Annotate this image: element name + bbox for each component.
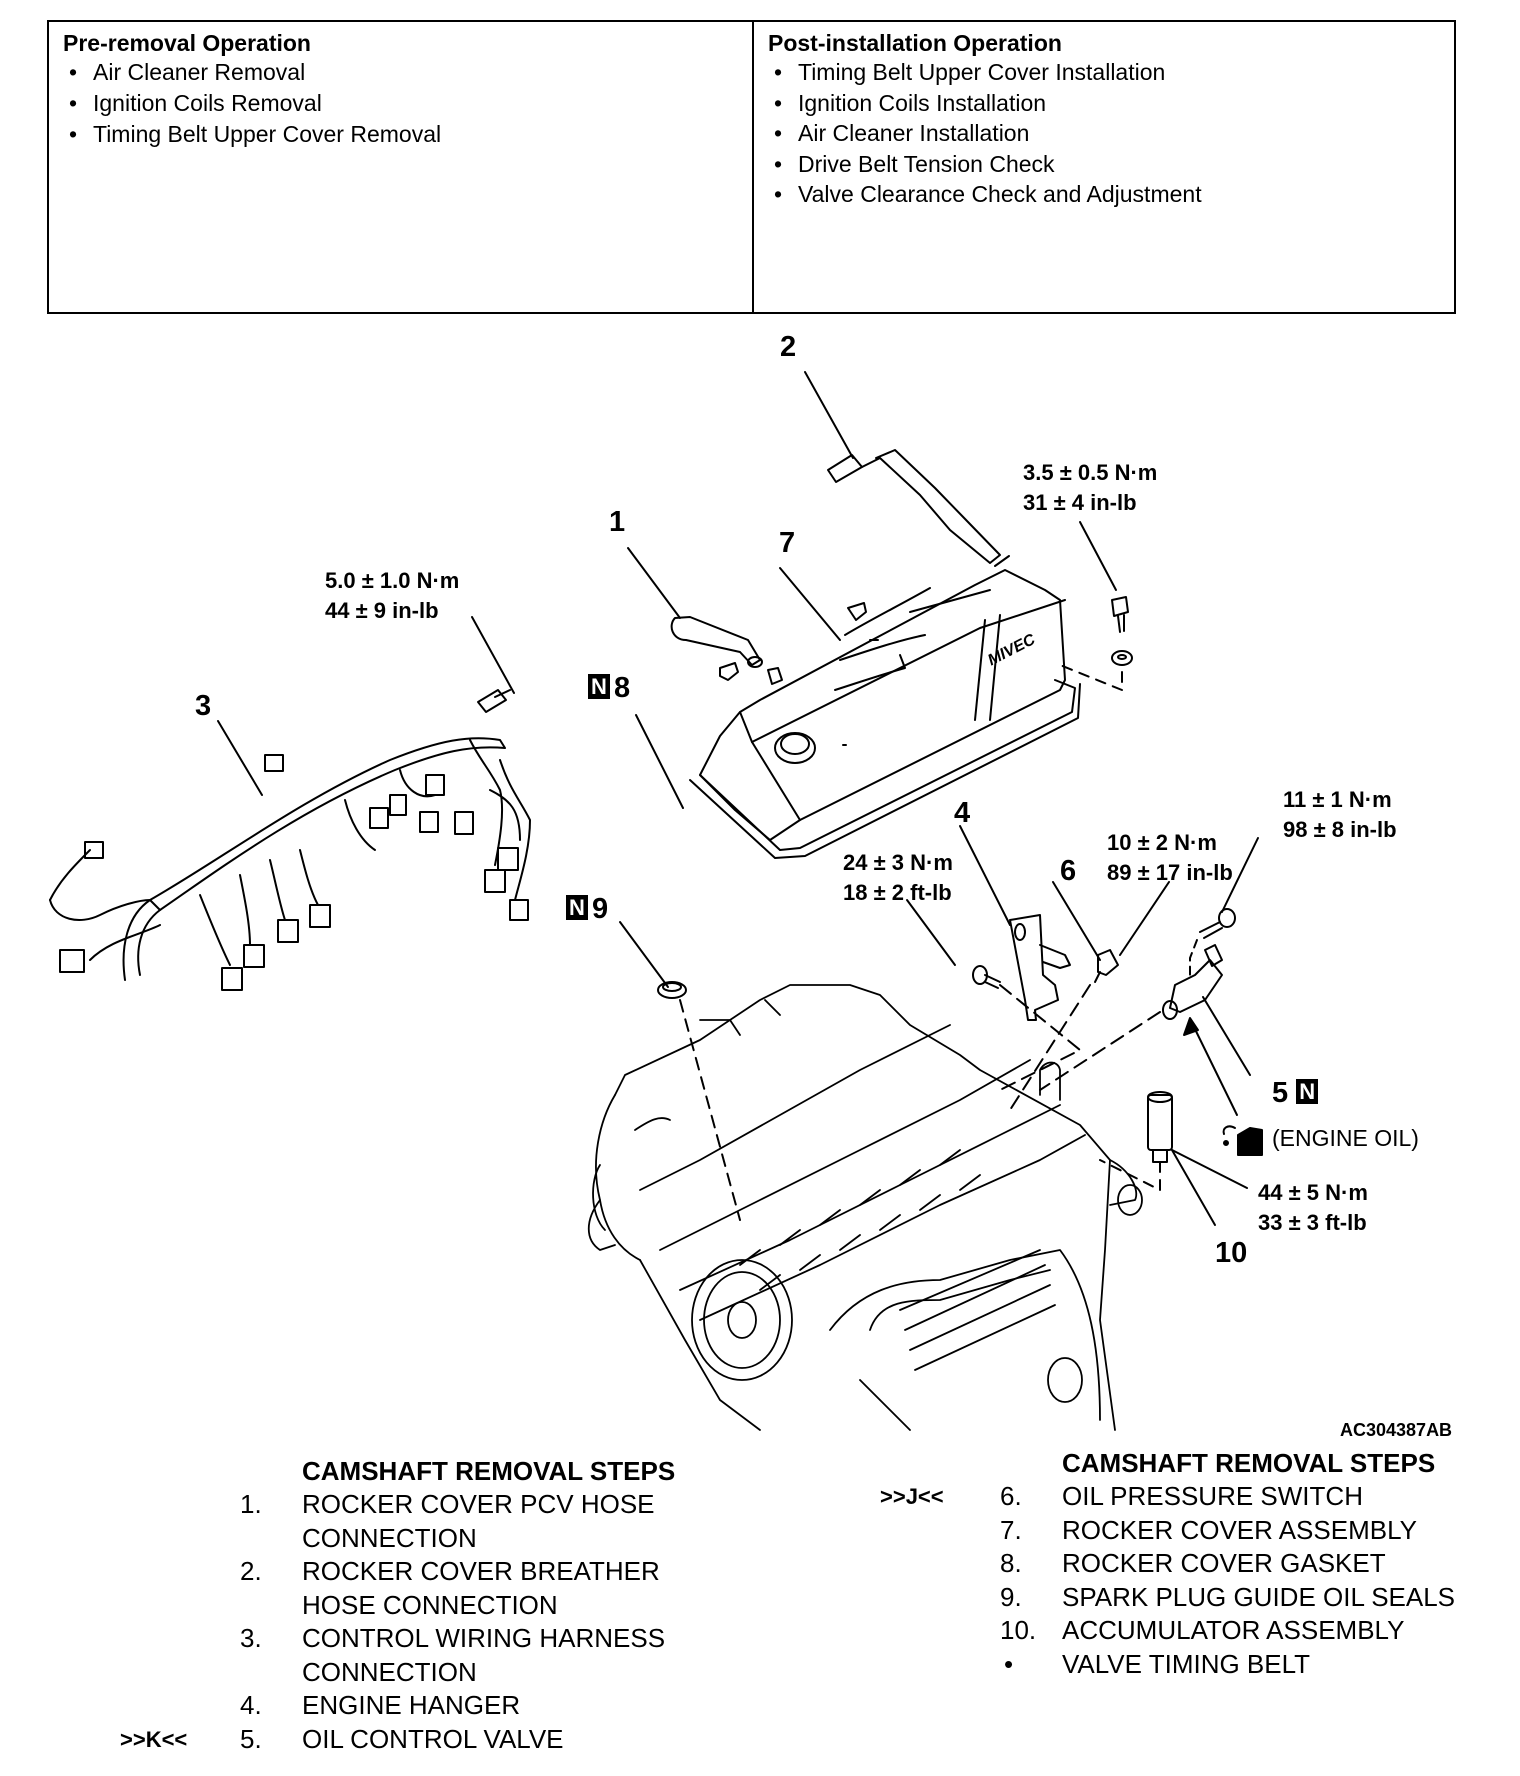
removal-steps-right: CAMSHAFT REMOVAL STEPS >>J<<6.OIL PRESSU… <box>880 1447 1520 1681</box>
bullet-icon: • <box>69 90 78 116</box>
operations-table: Pre-removal Operation •Air Cleaner Remov… <box>47 20 1456 314</box>
removal-steps-left: CAMSHAFT REMOVAL STEPS 1.ROCKER COVER PC… <box>120 1455 760 1756</box>
leader-6 <box>1052 881 1101 961</box>
leader-2 <box>804 371 854 459</box>
reference-link-j: >>J<< <box>880 1484 944 1509</box>
bullet-icon: • <box>774 181 783 207</box>
leader-3 <box>217 720 263 796</box>
step-row: •VALVE TIMING BELT <box>880 1648 1520 1682</box>
leader-4 <box>959 825 1011 926</box>
callout-7: 7 <box>779 527 796 559</box>
leader-harness-bolt <box>471 616 515 694</box>
leader-lines <box>217 371 1259 1226</box>
step-row: 7.ROCKER COVER ASSEMBLY <box>1000 1514 1417 1545</box>
reference-link-k: >>K<< <box>120 1726 188 1752</box>
leader-9 <box>619 921 669 988</box>
engine-oil-label: (ENGINE OIL) <box>1272 1125 1419 1151</box>
pre-removal-title: Pre-removal Operation <box>63 30 311 56</box>
post-installation-list: •Timing Belt Upper Cover Installation •I… <box>754 57 1454 210</box>
list-item: •Valve Clearance Check and Adjustment <box>768 179 1454 210</box>
callout-10: 10 <box>1215 1237 1248 1269</box>
oil-pressure-switch <box>1009 949 1119 1111</box>
list-item: •Timing Belt Upper Cover Removal <box>63 119 752 150</box>
leader-7 <box>779 567 841 641</box>
callout-6: 6 <box>1060 855 1077 887</box>
step-row: CONNECTION <box>302 1656 477 1687</box>
callout-3: 3 <box>195 690 212 722</box>
leader-10 <box>1171 1149 1216 1226</box>
engine-oil-can-icon <box>1222 1125 1263 1156</box>
step-row: 2.ROCKER COVER BREATHER <box>240 1556 660 1586</box>
ocv-bolt <box>1189 908 1236 976</box>
step-row: 4.ENGINE HANGER <box>240 1690 521 1720</box>
list-item: •Air Cleaner Removal <box>63 57 752 88</box>
wiring-harness <box>49 689 531 991</box>
new-part-icon: N <box>588 674 610 699</box>
bullet-icon: • <box>774 150 783 177</box>
leader-accumulator <box>1171 1149 1248 1189</box>
list-item: •Ignition Coils Removal <box>63 88 752 119</box>
leader-oil-switch <box>1119 881 1170 956</box>
list-item: •Ignition Coils Installation <box>768 88 1454 119</box>
rocker-cover: MIVEC <box>689 569 1081 859</box>
step-row: 9.SPARK PLUG GUIDE OIL SEALS <box>1000 1581 1456 1612</box>
bullet-icon: • <box>774 89 783 116</box>
callout-1: 1 <box>609 506 626 538</box>
leader-8 <box>635 714 684 809</box>
step-row: CONNECTION <box>302 1522 477 1553</box>
step-row: 1.ROCKER COVER PCV HOSE <box>240 1489 655 1519</box>
leader-hanger-bolt <box>906 899 956 966</box>
leader-5 <box>1202 996 1251 1076</box>
bullet-icon: • <box>69 59 78 85</box>
oil-arrow <box>1191 1022 1238 1116</box>
oil-arrow-head <box>1183 1017 1199 1036</box>
callout-2: 2 <box>780 331 797 363</box>
steps-title: CAMSHAFT REMOVAL STEPS <box>1062 1448 1436 1478</box>
spark-plug-seal <box>657 981 741 1221</box>
new-part-icon: N <box>566 895 588 920</box>
breather-hose <box>827 449 1010 567</box>
list-item: •Drive Belt Tension Check <box>768 149 1454 180</box>
leader-1 <box>627 547 681 619</box>
leader-ocv-bolt <box>1221 837 1259 913</box>
engine-block <box>587 984 1143 1431</box>
post-installation-operation: Post-installation Operation •Timing Belt… <box>754 22 1454 312</box>
callout-5: 5 N <box>1272 1077 1322 1110</box>
bullet-icon: • <box>69 121 78 147</box>
callout-4: 4 <box>954 797 971 829</box>
steps-title: CAMSHAFT REMOVAL STEPS <box>302 1456 676 1486</box>
cover-logo: MIVEC <box>985 631 1038 669</box>
pre-removal-operation: Pre-removal Operation •Air Cleaner Remov… <box>49 22 754 312</box>
step-row: 8.ROCKER COVER GASKET <box>1000 1548 1386 1578</box>
leader-rocker-bolt <box>1079 521 1117 591</box>
pcv-hose <box>670 616 783 685</box>
rocker-cover-bolt <box>1059 596 1133 691</box>
figure-id: AC304387AB <box>1340 1420 1453 1440</box>
post-installation-title: Post-installation Operation <box>768 30 1062 56</box>
list-item: •Timing Belt Upper Cover Installation <box>768 57 1454 88</box>
bullet-icon: • <box>774 120 783 146</box>
step-row: 3.CONTROL WIRING HARNESS <box>240 1623 666 1653</box>
step-row: 10.ACCUMULATOR ASSEMBLY <box>1000 1615 1405 1645</box>
bullet-icon: • <box>774 59 783 85</box>
step-row: >>J<<6.OIL PRESSURE SWITCH <box>880 1480 1520 1514</box>
bullet-icon: • <box>1004 1648 1014 1679</box>
accumulator <box>1099 1091 1173 1191</box>
list-item: •Air Cleaner Installation <box>768 118 1454 149</box>
step-row: HOSE CONNECTION <box>302 1589 558 1620</box>
step-row: >>K<<5.OIL CONTROL VALVE <box>120 1723 760 1757</box>
hanger-bolt <box>972 965 1081 1091</box>
engine-hanger <box>1009 914 1071 1021</box>
pre-removal-list: •Air Cleaner Removal •Ignition Coils Rem… <box>49 57 752 150</box>
new-part-icon: N <box>1296 1079 1319 1104</box>
